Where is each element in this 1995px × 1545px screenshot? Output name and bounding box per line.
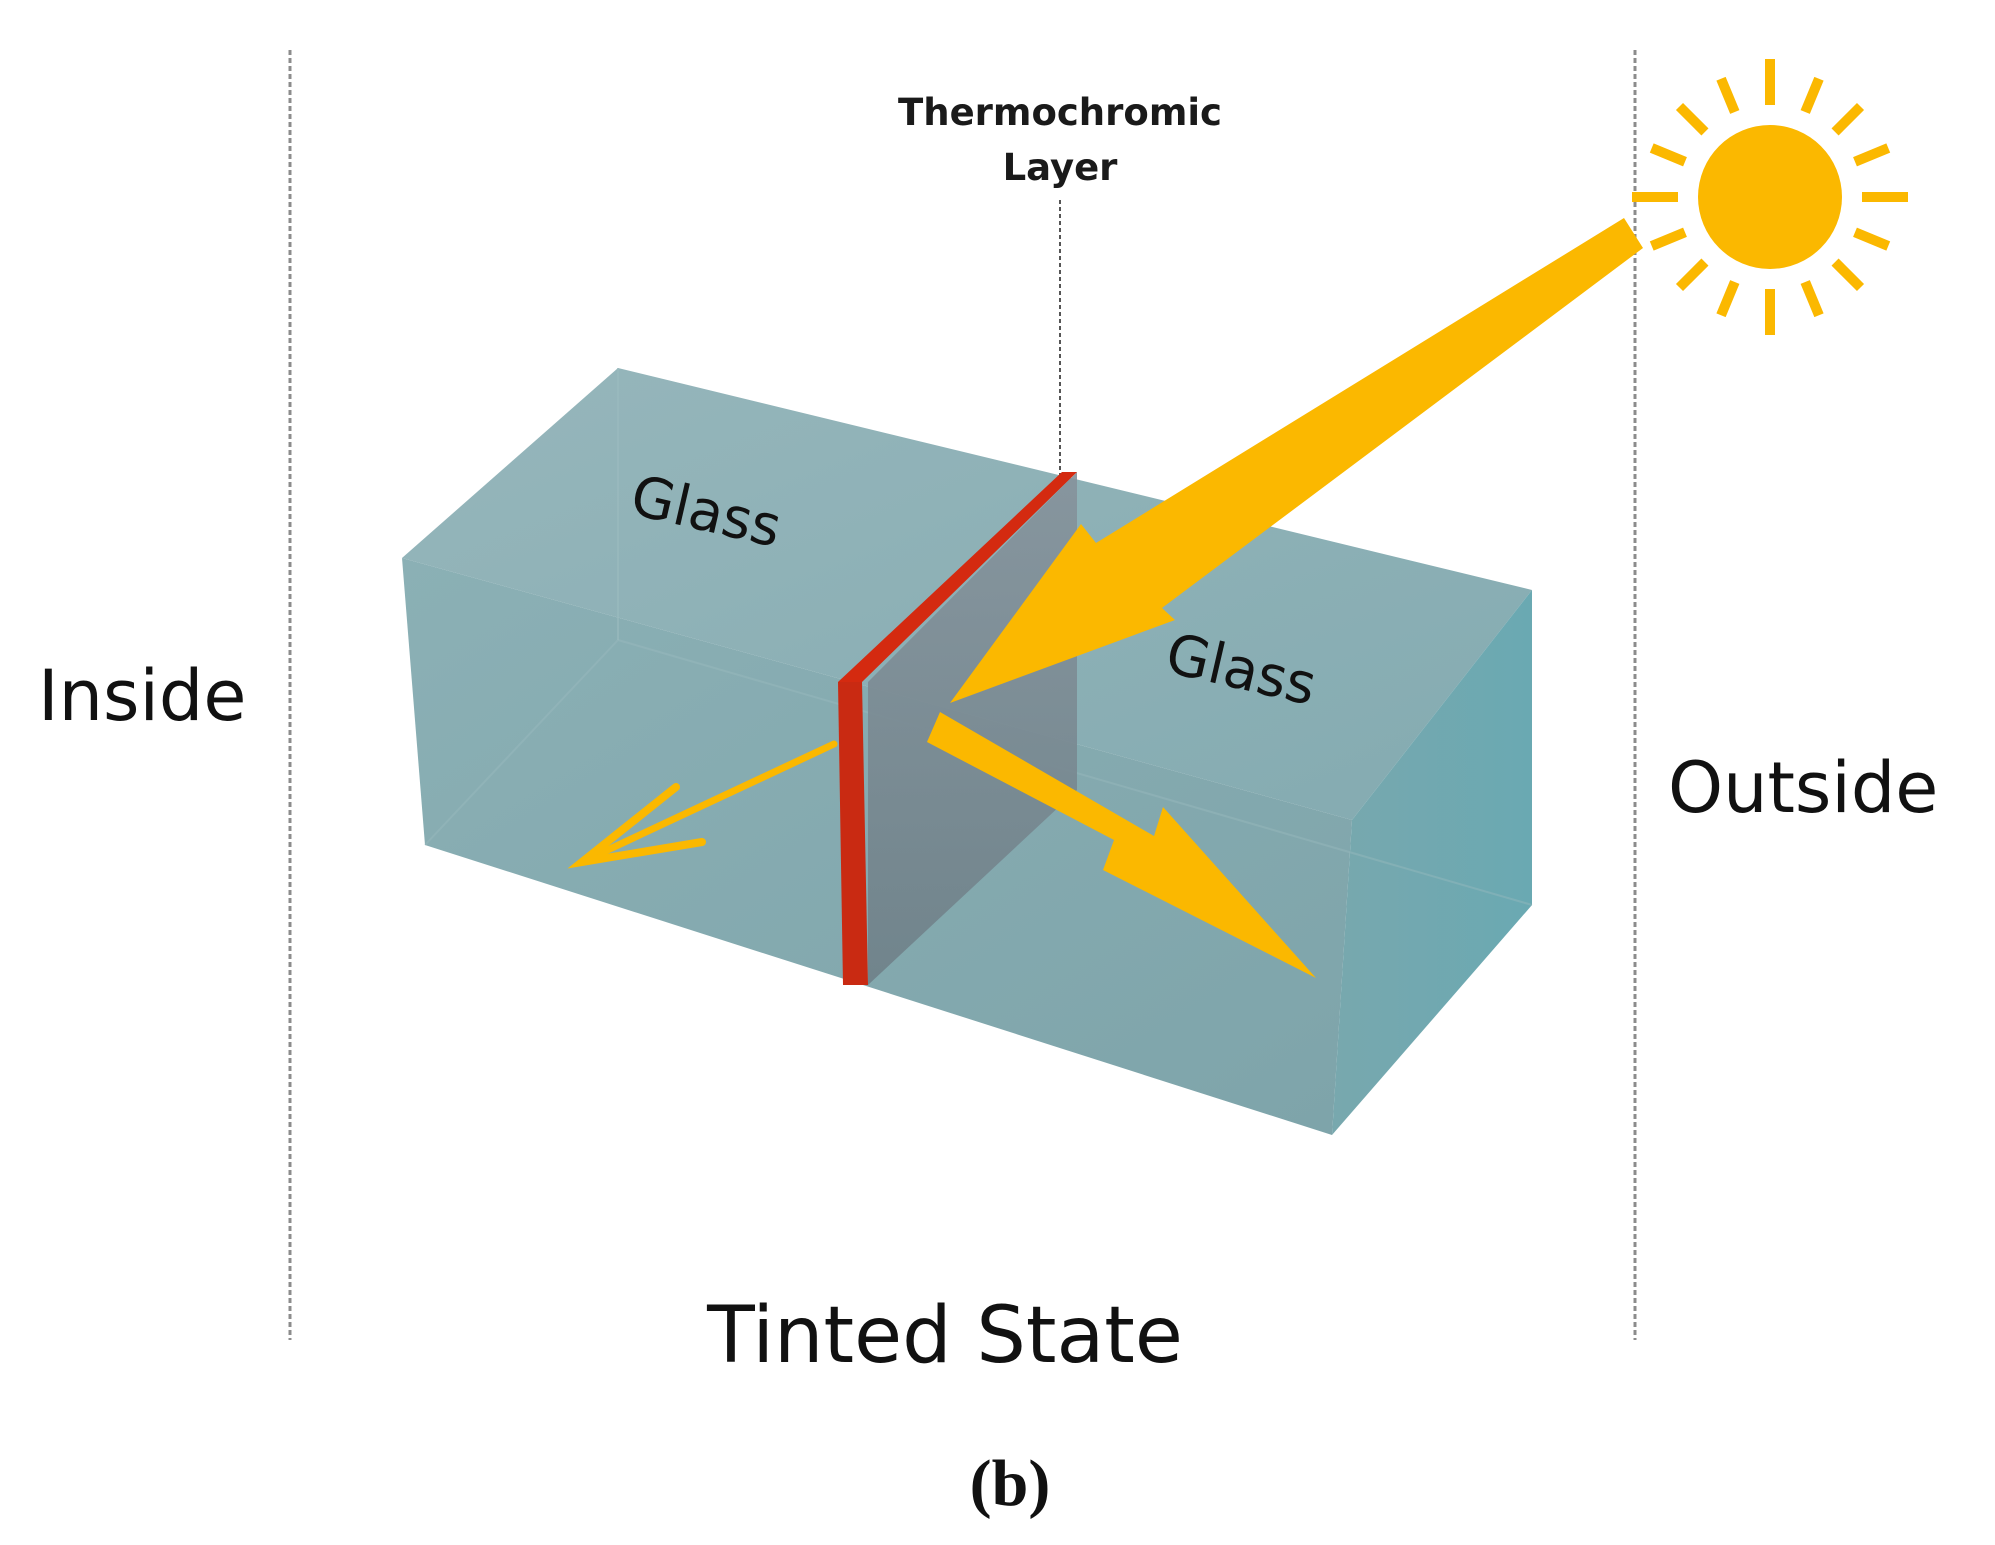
layer-side-face — [868, 472, 1077, 985]
sun-ray — [1649, 143, 1687, 167]
outside-label: Outside — [1668, 747, 1938, 829]
glass-right-face — [1332, 590, 1532, 1135]
sun-ray — [1649, 227, 1687, 251]
sun-ray — [1800, 280, 1824, 318]
sun-icon — [1632, 59, 1908, 335]
sun-ray — [1800, 76, 1824, 114]
layer-label-line2: Layer — [1003, 146, 1119, 189]
sun-ray — [1831, 258, 1865, 292]
glass-inner-edge — [424, 639, 619, 846]
sun-ray — [1716, 280, 1740, 318]
incoming-ray-arrow — [950, 218, 1643, 703]
thermochromic-layer — [838, 472, 1077, 985]
layer-top-edge — [838, 472, 1077, 682]
layer-front-edge — [838, 682, 868, 985]
state-label: Tinted State — [706, 1291, 1183, 1381]
reflected-ray-arrow — [927, 712, 1316, 978]
sun-ray — [1675, 102, 1709, 136]
sun-ray — [1716, 76, 1740, 114]
figure-caption: (b) — [970, 1447, 1051, 1520]
transmitted-ray-arrow — [567, 740, 838, 869]
layer-label-line1: Thermochromic — [898, 91, 1222, 134]
sun-ray — [1675, 258, 1709, 292]
sun-ray — [1831, 102, 1865, 136]
inside-label: Inside — [38, 655, 246, 737]
sun-ray — [1853, 227, 1891, 251]
sun-ray — [1853, 143, 1891, 167]
